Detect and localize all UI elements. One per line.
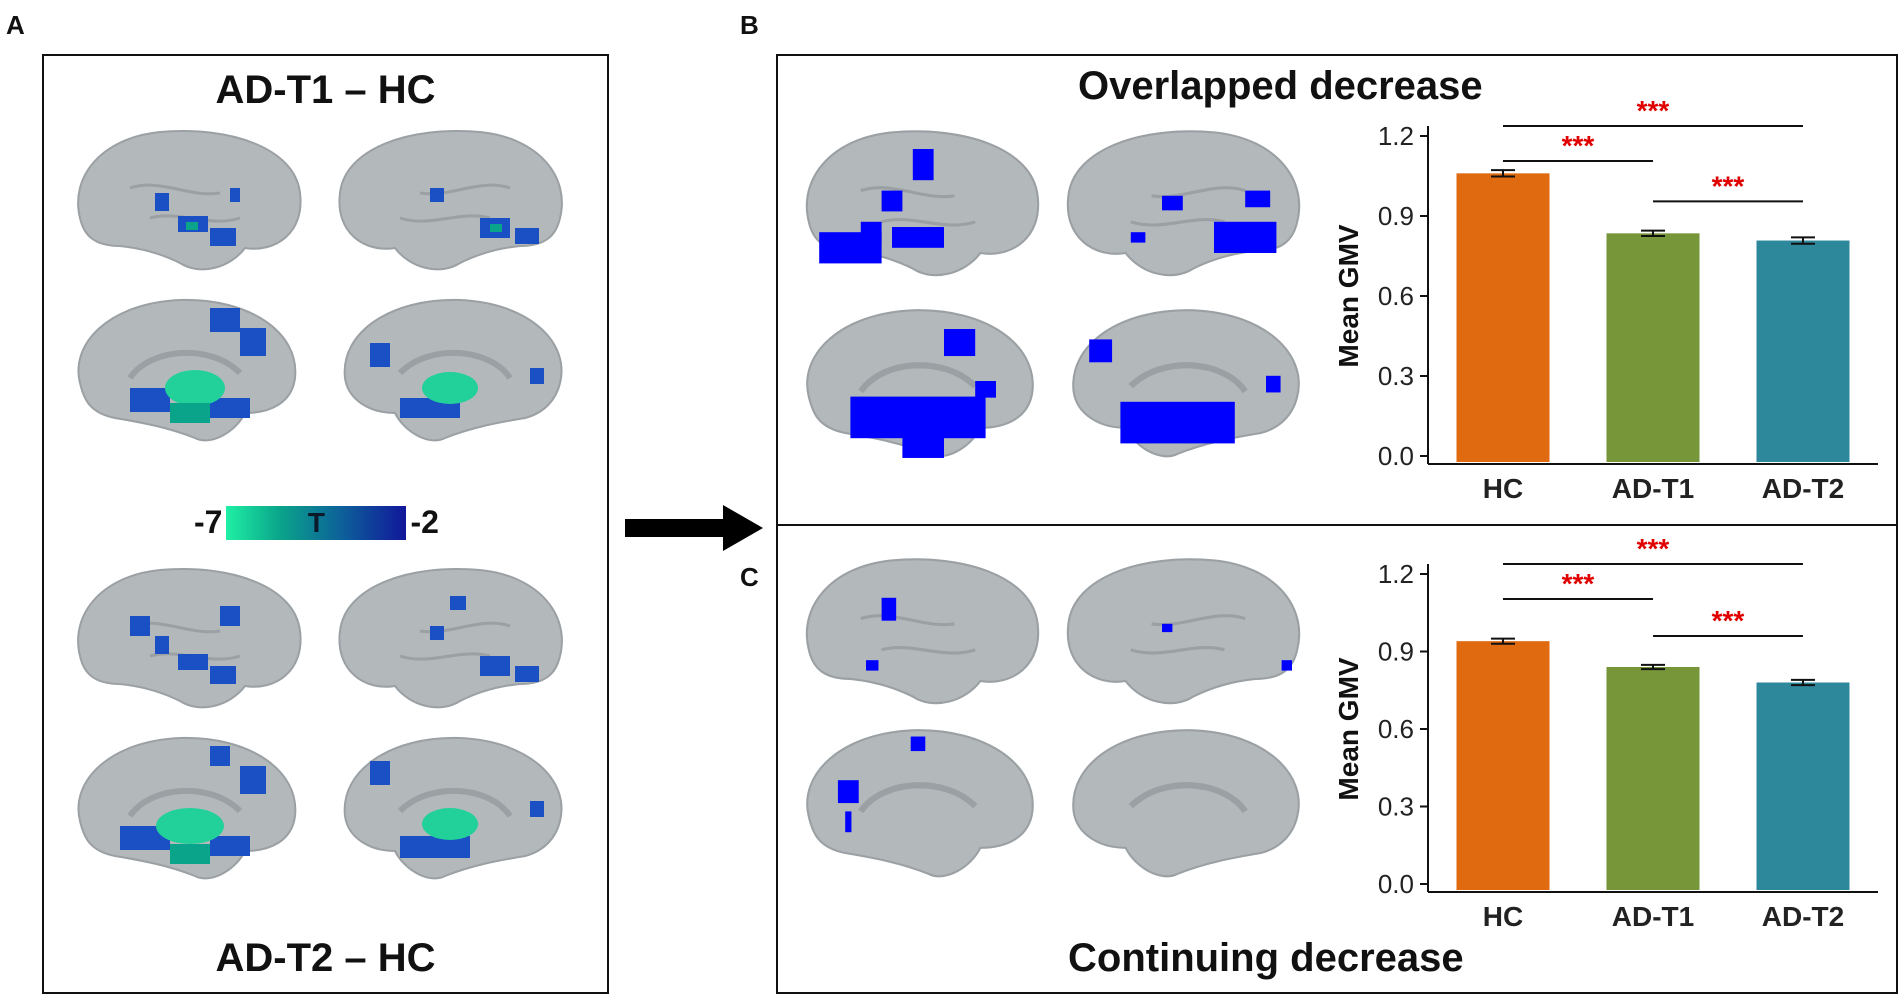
panel-divider <box>778 524 1896 526</box>
colorbar-gradient: T <box>226 505 407 540</box>
bar-ad-t1 <box>1606 667 1700 890</box>
colorbar-var-label: T <box>307 506 325 538</box>
panel-label-c: C <box>740 562 759 592</box>
brain-medial-right-t2 <box>343 736 563 880</box>
y-axis-label: Mean GMV <box>1333 224 1364 367</box>
bar-ad-t2 <box>1756 682 1850 890</box>
significance-label: *** <box>1637 96 1670 126</box>
brain-medial-right-t1 <box>343 298 563 442</box>
bar-hc <box>1456 173 1550 462</box>
brain-medial-left-t2 <box>77 736 297 880</box>
x-tick-label: HC <box>1483 901 1523 932</box>
brain-lateral-right-c <box>1066 558 1301 705</box>
significance-label: *** <box>1712 605 1745 636</box>
panel-c-title: Continuing decrease <box>1068 936 1464 980</box>
y-tick-label: 0.3 <box>1378 792 1414 822</box>
brain-lateral-left-b <box>805 130 1040 277</box>
x-tick-label: AD-T2 <box>1762 901 1844 932</box>
brain-lateral-left-t2 <box>77 568 302 709</box>
brain-lateral-right-t1 <box>338 130 563 271</box>
significance-label: *** <box>1712 170 1745 201</box>
brain-lateral-right-t2 <box>338 568 563 709</box>
brain-medial-right-c <box>1072 729 1300 878</box>
brain-lateral-right-b <box>1066 130 1301 277</box>
brain-medial-left-b <box>806 309 1034 458</box>
y-tick-label: 0.6 <box>1378 714 1414 744</box>
x-tick-label: AD-T1 <box>1612 901 1694 932</box>
x-tick-label: HC <box>1483 473 1523 504</box>
significance-label: *** <box>1637 534 1670 564</box>
colorbar: -7 T -2 <box>194 504 439 541</box>
y-tick-label: 0.0 <box>1378 869 1414 899</box>
x-tick-label: AD-T2 <box>1762 473 1844 504</box>
y-tick-label: 0.9 <box>1378 201 1414 231</box>
significance-label: *** <box>1562 568 1595 599</box>
panel-label-b: B <box>740 10 759 40</box>
brain-lateral-left-c <box>805 558 1040 705</box>
y-tick-label: 0.0 <box>1378 441 1414 471</box>
y-tick-label: 0.3 <box>1378 361 1414 391</box>
x-tick-label: AD-T1 <box>1612 473 1694 504</box>
significance-label: *** <box>1562 130 1595 161</box>
brain-medial-left-c <box>806 729 1034 878</box>
colorbar-min-label: -7 <box>194 504 223 540</box>
panel-a: AD-T1 – HC -7 T -2 <box>42 54 609 994</box>
bar-ad-t2 <box>1756 240 1850 462</box>
brain-medial-right-b <box>1072 309 1300 458</box>
y-tick-label: 1.2 <box>1378 121 1414 151</box>
brain-lateral-left-t1 <box>77 130 302 271</box>
y-tick-label: 0.9 <box>1378 637 1414 667</box>
colorbar-max-label: -2 <box>410 504 439 540</box>
panel-label-a: A <box>6 10 25 40</box>
panel-a-title-bottom: AD-T2 – HC <box>215 936 436 980</box>
panel-a-title-top: AD-T1 – HC <box>215 68 436 112</box>
arrow-right-icon <box>625 505 763 551</box>
y-tick-label: 0.6 <box>1378 281 1414 311</box>
bar-ad-t1 <box>1606 233 1700 462</box>
y-tick-label: 1.2 <box>1378 559 1414 589</box>
bar-hc <box>1456 641 1550 890</box>
y-axis-label: Mean GMV <box>1333 657 1364 800</box>
brain-medial-left-t1 <box>77 298 297 442</box>
